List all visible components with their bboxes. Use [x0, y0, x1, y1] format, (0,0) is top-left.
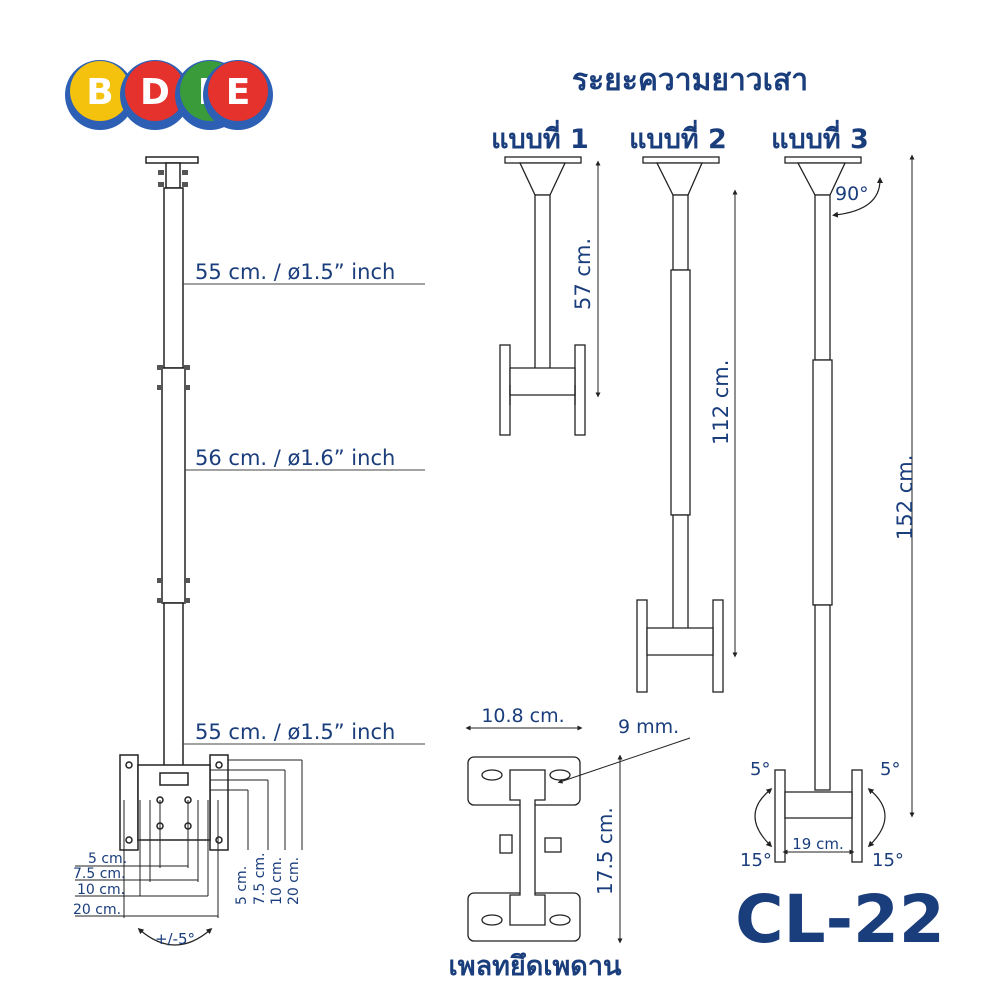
- bracket-v-75: 7.5 cm.: [252, 853, 268, 906]
- pole-section-1: 55 cm. / ø1.5” inch: [183, 260, 425, 285]
- tilt-down-right: 15°: [872, 850, 904, 871]
- svg-text:E: E: [226, 72, 251, 113]
- svg-text:D: D: [140, 72, 170, 113]
- plate-height-label: 17.5 cm.: [593, 807, 617, 895]
- logo-letter-b: B: [65, 60, 135, 130]
- bracket-v-5: 5 cm.: [234, 866, 250, 905]
- plate-caption: เพลทยึดเพดาน: [449, 951, 622, 982]
- bracket-h-10: 10 cm.: [77, 882, 125, 898]
- variant-2-length: 112 cm.: [709, 360, 733, 445]
- logo-letter-d: D: [120, 60, 190, 130]
- mount-width-label: 19 cm.: [792, 835, 843, 853]
- ceiling-plate-drawing: [467, 756, 581, 942]
- svg-text:B: B: [86, 72, 113, 113]
- rotation-label: 90°: [835, 183, 869, 205]
- tilt-left-label: +/-5°: [155, 930, 195, 948]
- model-name: CL-22: [735, 881, 945, 958]
- rotation-arc-icon: [832, 177, 883, 218]
- variant-1-label: แบบที่ 1: [491, 119, 589, 155]
- variant-2-drawing: [636, 156, 724, 693]
- bracket-h-75: 7.5 cm.: [73, 866, 126, 882]
- bracket-horizontal-dims: [75, 800, 219, 918]
- bracket-v-20: 20 cm.: [286, 857, 302, 905]
- variant-3-drawing: [774, 156, 863, 863]
- main-pole-drawing: [119, 156, 229, 851]
- tilt-arc-icon: [137, 928, 213, 946]
- tilt-left-arc-icon: [754, 788, 773, 848]
- variant-1-drawing: [499, 156, 586, 436]
- tilt-up-left: 5°: [750, 759, 770, 780]
- header-title: ระยะความยาวเสา: [572, 63, 808, 98]
- bracket-vertical-dims: [210, 759, 303, 850]
- tilt-right-arc-icon: [867, 788, 886, 848]
- bracket-h-5: 5 cm.: [88, 851, 127, 867]
- pole-section-2: 56 cm. / ø1.6” inch: [185, 446, 425, 471]
- tilt-up-right: 5°: [880, 759, 900, 780]
- variant-2-label: แบบที่ 2: [629, 119, 727, 155]
- variant-3-label: แบบที่ 3: [771, 119, 869, 155]
- pole-section-3: 55 cm. / ø1.5” inch: [183, 720, 425, 745]
- plate-hole-label: 9 mm.: [618, 716, 679, 738]
- brand-logo: B D E E: [65, 60, 273, 130]
- bracket-v-10: 10 cm.: [269, 857, 285, 905]
- plate-hole-leader: [557, 737, 691, 784]
- variant-1-length: 57 cm.: [571, 238, 595, 310]
- logo-letter-e2: E: [203, 60, 273, 130]
- variant-3-length: 152 cm.: [893, 455, 917, 540]
- tilt-down-left: 15°: [740, 850, 772, 871]
- plate-width-label: 10.8 cm.: [481, 705, 564, 727]
- svg-text:55 cm. / ø1.5” inch: 55 cm. / ø1.5” inch: [195, 260, 395, 284]
- bracket-h-20: 20 cm.: [73, 902, 121, 918]
- svg-text:55 cm. / ø1.5” inch: 55 cm. / ø1.5” inch: [195, 720, 395, 744]
- svg-text:56 cm. / ø1.6” inch: 56 cm. / ø1.6” inch: [195, 446, 395, 470]
